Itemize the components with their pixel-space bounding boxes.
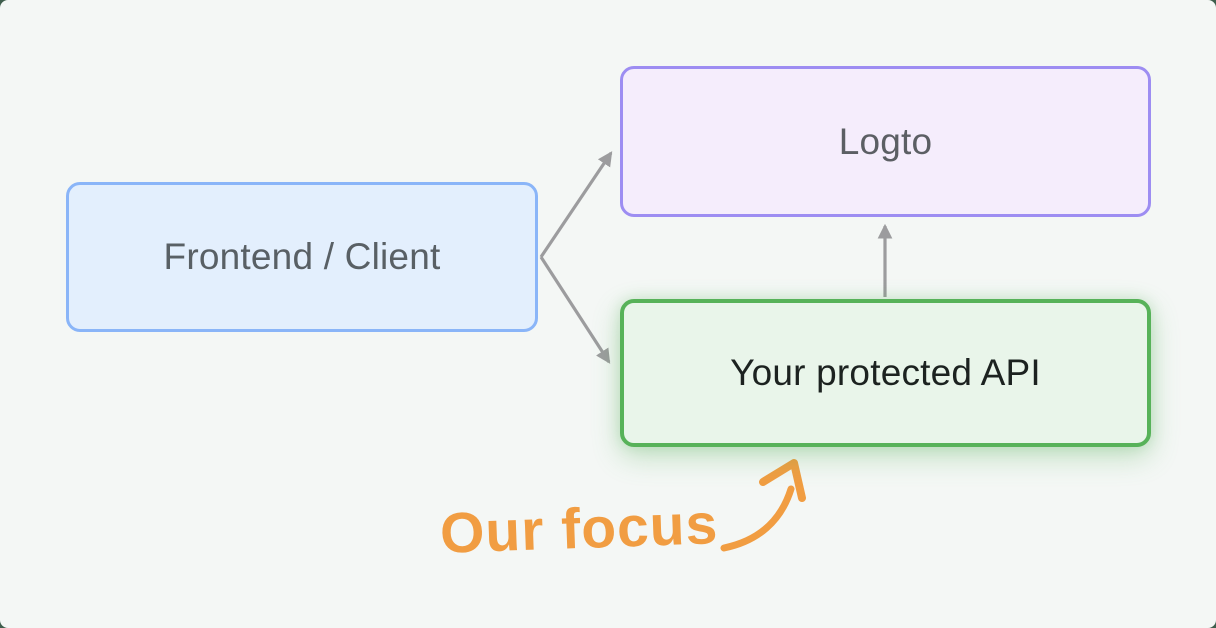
- focus-arrow-shaft: [720, 485, 795, 552]
- frontend-client-node: Frontend / Client: [66, 182, 538, 332]
- our-focus-annotation: Our focus: [438, 492, 720, 566]
- protected-api-label: Your protected API: [730, 352, 1041, 393]
- edge-frontend-to-logto: [539, 151, 613, 258]
- edge-frontend-to-api: [539, 256, 611, 364]
- protected-api-node: Your protected API: [620, 299, 1151, 447]
- logto-label: Logto: [838, 120, 933, 162]
- focus-arrow-head: [759, 459, 806, 502]
- frontend-client-label: Frontend / Client: [163, 236, 441, 277]
- logto-node: Logto: [620, 66, 1151, 217]
